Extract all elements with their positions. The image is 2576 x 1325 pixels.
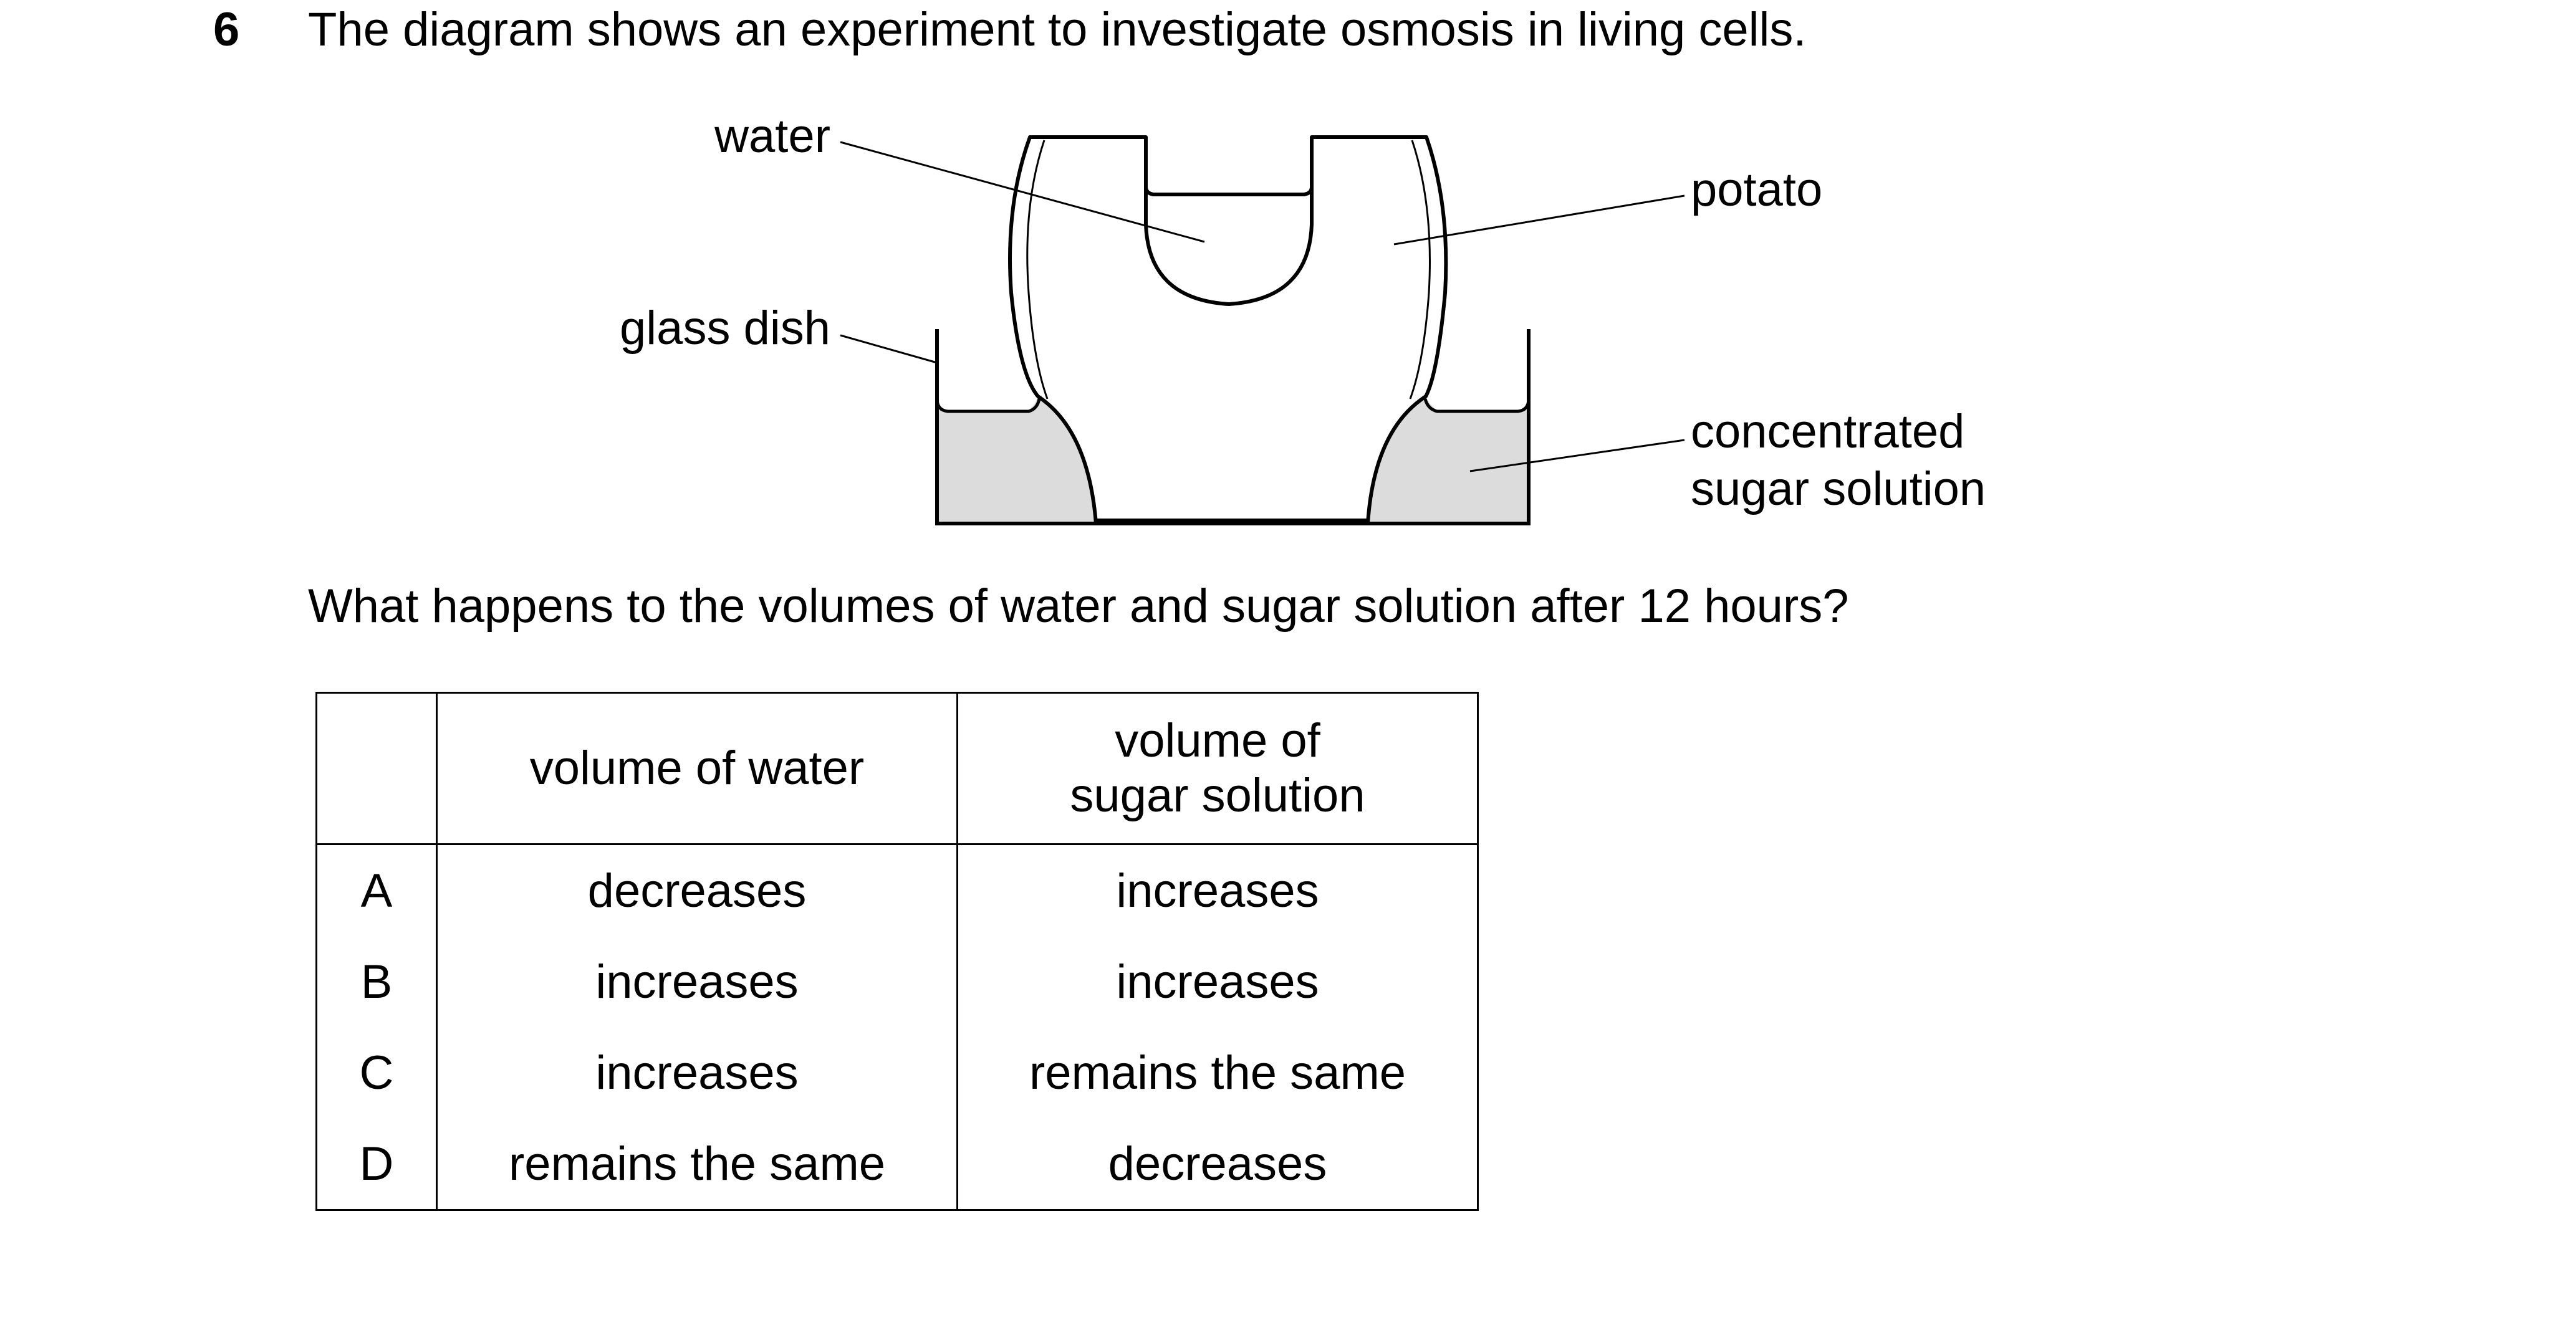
- option-sugar: remains the same: [956, 1027, 1479, 1118]
- potato-skin-left: [1026, 140, 1049, 399]
- question-prompt: What happens to the volumes of water and…: [308, 580, 1849, 633]
- header-volume-of-sugar-solution: volume of sugar solution: [956, 692, 1479, 845]
- header-letter: [315, 692, 438, 845]
- water-leader: [840, 141, 1205, 243]
- label-glass-dish: glass dish: [620, 302, 830, 355]
- solution-surface-right: [1423, 398, 1531, 413]
- table-row[interactable]: D remains the same decreases: [315, 1118, 1479, 1211]
- label-sugar-line2: sugar solution: [1691, 462, 1986, 515]
- header-sugar-line2: sugar solution: [1070, 769, 1365, 822]
- question-number: 6: [213, 3, 240, 56]
- header-volume-of-water: volume of water: [436, 692, 958, 845]
- option-water: remains the same: [436, 1118, 958, 1211]
- table-header-row: volume of water volume of sugar solution: [315, 692, 1479, 845]
- sugar-solution-left: [937, 396, 1096, 524]
- label-water: water: [714, 110, 830, 163]
- option-water: decreases: [436, 844, 958, 936]
- answer-table: volume of water volume of sugar solution…: [315, 692, 1479, 1211]
- solution-surface-left: [935, 398, 1041, 413]
- option-sugar: increases: [956, 844, 1479, 936]
- label-potato: potato: [1691, 163, 1822, 216]
- potato-leader: [1393, 194, 1685, 246]
- osmosis-diagram: water potato glass dish concentrated sug…: [620, 110, 1986, 525]
- option-letter[interactable]: B: [315, 936, 438, 1027]
- option-water: increases: [436, 936, 958, 1027]
- option-sugar: decreases: [956, 1118, 1479, 1211]
- table-row[interactable]: C increases remains the same: [315, 1027, 1479, 1118]
- potato-skin-right: [1409, 140, 1431, 399]
- sugar-solution-leader: [1469, 439, 1685, 472]
- potato: [1008, 135, 1448, 524]
- sugar-solution-right: [1368, 396, 1529, 524]
- table-row[interactable]: A decreases increases: [315, 844, 1479, 936]
- option-letter[interactable]: A: [315, 844, 438, 936]
- header-sugar-line1: volume of: [1115, 714, 1320, 767]
- option-letter[interactable]: D: [315, 1118, 438, 1211]
- option-letter[interactable]: C: [315, 1027, 438, 1118]
- label-sugar-line1: concentrated: [1691, 405, 1964, 458]
- glass-dish-leader: [840, 334, 938, 364]
- option-water: increases: [436, 1027, 958, 1118]
- potato-cavity: [1144, 187, 1314, 307]
- question-stem: The diagram shows an experiment to inves…: [308, 3, 1807, 56]
- table-row[interactable]: B increases increases: [315, 936, 1479, 1027]
- option-sugar: increases: [956, 936, 1479, 1027]
